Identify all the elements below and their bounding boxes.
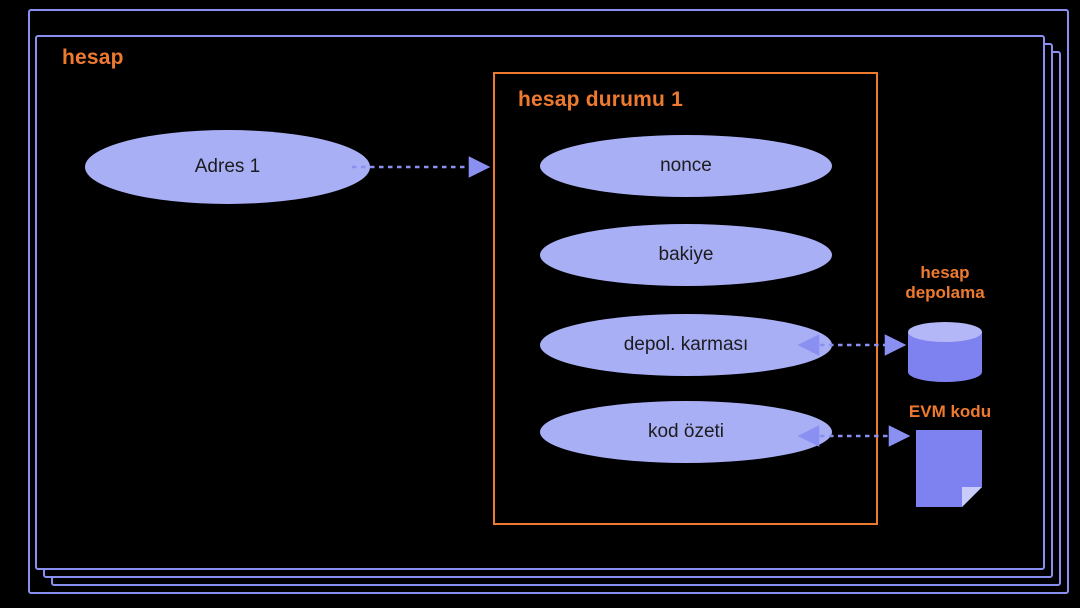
state-field-ellipse-code-hash: kod özeti	[540, 401, 832, 463]
account-storage-label-line1: hesap	[920, 263, 970, 282]
address-label: Adres 1	[194, 156, 261, 177]
evm-code-label: EVM kodu	[908, 402, 992, 421]
account-card-label: hesap	[62, 46, 124, 69]
state-field-label-code-hash: kod özeti	[647, 421, 725, 442]
state-field-ellipse-nonce: nonce	[540, 135, 832, 197]
state-field-label-nonce: nonce	[660, 155, 712, 176]
account-state-title: hesap durumu 1	[518, 88, 683, 111]
address-ellipse: Adres 1	[85, 130, 370, 204]
account-storage-label-line2: depolama	[905, 283, 985, 302]
state-field-ellipse-balance: bakiye	[540, 224, 832, 286]
state-field-label-storage-hash: depol. karması	[623, 334, 749, 355]
state-field-label-balance: bakiye	[658, 244, 714, 265]
account-storage-label: hesap depolama	[878, 263, 1012, 303]
state-field-ellipse-storage-hash: depol. karması	[540, 314, 832, 376]
account-state-box	[493, 72, 878, 525]
